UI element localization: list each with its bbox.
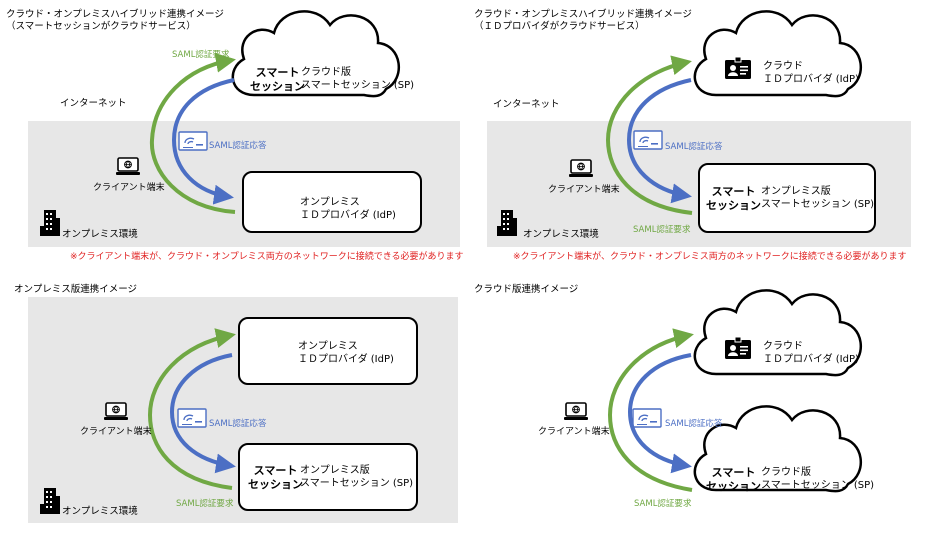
saml-response-arrow <box>626 78 692 204</box>
panel-title: クラウド・オンプレミスハイブリッド連携イメージ （スマートセッションがクラウドサ… <box>6 9 224 32</box>
onprem-idp-box <box>242 171 422 233</box>
idcard-icon <box>724 56 752 80</box>
saml-response-arrow <box>171 78 235 205</box>
cloud-idp-label: クラウド ＩＤプロバイダ (IdP) <box>763 341 859 365</box>
laptop-icon <box>568 159 594 178</box>
saml-request-label: SAML認証要求 <box>634 499 692 509</box>
cloud-service-label: クラウド ＩＤプロバイダ (IdP) <box>763 61 859 85</box>
onprem-label: オンプレミス環境 <box>62 506 138 517</box>
client-label: クライアント端末 <box>93 183 165 193</box>
saml-response-label: SAML認証応答 <box>209 141 267 151</box>
idcard-icon <box>724 336 752 360</box>
onprem-idp-box <box>238 317 418 385</box>
saml-response-label: SAML認証応答 <box>209 419 267 429</box>
smart-session-name: スマート セッション <box>706 185 761 212</box>
saml-request-arrow <box>147 328 236 490</box>
onprem-sp-label: オンプレミス版 スマートセッション (SP) <box>300 465 414 489</box>
saml-document-icon <box>632 408 662 428</box>
smart-session-name: スマート セッション <box>706 466 761 493</box>
client-label: クライアント端末 <box>80 427 152 437</box>
onprem-service-label: オンプレミス版 スマートセッション (SP) <box>761 186 875 210</box>
building-icon <box>40 210 60 236</box>
saml-document-icon <box>177 408 207 428</box>
client-label: クライアント端末 <box>548 185 620 195</box>
panel-title: オンプレミス版連携イメージ <box>14 284 138 295</box>
onprem-idp-label: オンプレミス ＩＤプロバイダ (IdP) <box>298 341 394 365</box>
smart-session-name: スマート セッション <box>248 464 303 491</box>
laptop-icon <box>103 402 129 421</box>
building-icon <box>497 210 517 236</box>
saml-document-icon <box>633 130 663 150</box>
saml-response-label: SAML認証応答 <box>665 419 723 429</box>
saml-response-label: SAML認証応答 <box>665 142 723 152</box>
onprem-service-label: オンプレミス ＩＤプロバイダ (IdP) <box>300 197 396 221</box>
building-icon <box>40 488 60 514</box>
saml-request-label: SAML認証要求 <box>633 225 691 235</box>
internet-label: インターネット <box>493 99 560 110</box>
saml-request-arrow <box>149 52 236 214</box>
cloud-service-label: クラウド版 スマートセッション (SP) <box>301 67 415 91</box>
saml-request-arrow <box>605 55 693 215</box>
cloud-sp-label: クラウド版 スマートセッション (SP) <box>761 467 875 491</box>
panel-title: クラウド版連携イメージ <box>474 284 579 295</box>
network-note: ※クライアント端末が、クラウド・オンプレミス両方のネットワークに接続できる必要が… <box>70 252 464 262</box>
onprem-sp-box <box>698 163 876 233</box>
onprem-label: オンプレミス環境 <box>523 229 599 240</box>
network-note: ※クライアント端末が、クラウド・オンプレミス両方のネットワークに接続できる必要が… <box>513 252 907 262</box>
saml-request-arrow <box>607 328 694 492</box>
saml-response-arrow <box>169 353 236 474</box>
internet-label: インターネット <box>60 98 127 109</box>
saml-request-label: SAML認証要求 <box>172 50 230 60</box>
client-label: クライアント端末 <box>538 427 610 437</box>
panel-title: クラウド・オンプレミスハイブリッド連携イメージ （ＩＤプロバイダがクラウドサービ… <box>474 9 692 32</box>
saml-response-arrow <box>627 353 692 474</box>
onprem-sp-box <box>238 443 418 511</box>
saml-document-icon <box>178 131 208 151</box>
saml-request-label: SAML認証要求 <box>176 499 234 509</box>
laptop-icon <box>115 157 141 176</box>
smart-session-name: スマート セッション <box>250 66 305 93</box>
laptop-icon <box>563 402 589 421</box>
onprem-label: オンプレミス環境 <box>62 229 138 240</box>
